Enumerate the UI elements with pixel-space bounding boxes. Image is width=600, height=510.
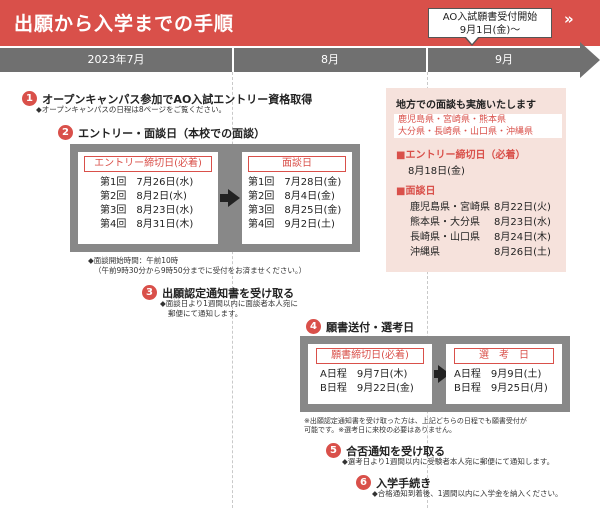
page-title: 出願から入学までの手順 [14, 13, 235, 35]
step-6-note: ◆合格通知到着後、1週間以内に入学金を納入ください。 [372, 489, 563, 498]
timeline-bar: 2023年7月 8月 9月 [0, 42, 600, 78]
timeline-august: 8月 [234, 48, 426, 72]
box2-arrow-stem [434, 370, 440, 378]
regional-entry-date: 8月18日(金) [408, 166, 465, 177]
application-deadline-panel: 願書締切日(必着) A日程 9月7日(木) B日程 9月22日(金) [308, 344, 432, 404]
step-2-note-1: ◆面談開始時間：午前10時 [88, 256, 179, 265]
exam-list: A日程 9月9日(土) B日程 9月25日(月) [454, 368, 548, 396]
interview-panel: 面談日 第1回 7月28日(金) 第2回 8月4日(金) 第3回 8月25日(金… [242, 152, 352, 244]
regional-interview-label: ■面談日 [396, 186, 436, 197]
interview-row-4: 第4回 9月2日(土) [248, 219, 335, 230]
entry-row-2: 第2回 8月2日(水) [100, 191, 187, 202]
interview-row-2: 第2回 8月4日(金) [248, 191, 335, 202]
entry-row-3: 第3回 8月23日(水) [100, 205, 194, 216]
step-2-title: エントリー・面談日 [78, 127, 178, 140]
step-3: 3 出願認定通知書を受け取る [142, 282, 294, 301]
regional-title: 地方での面談も実施いたします [396, 100, 536, 111]
entry-row-4: 第4回 8月31日(木) [100, 219, 194, 230]
exam-row-a: A日程 9月9日(土) [454, 369, 542, 380]
application-start-callout: AO入試願書受付開始 9月1日(金)～ [428, 8, 552, 38]
exam-row-b: B日程 9月25日(月) [454, 383, 548, 394]
month-divider-sep [427, 72, 428, 508]
regional-row: 長崎県・山口県 8月24日(木) [410, 228, 551, 243]
step-1-title: オープンキャンパス参加でAO入試エントリー資格取得 [42, 93, 313, 106]
entry-deadline-list: 第1回 7月26日(水) 第2回 8月2日(水) 第3回 8月23日(水) 第4… [100, 176, 193, 232]
callout-line-2: 9月1日(金)～ [459, 25, 521, 36]
entry-interview-box: エントリー締切日(必着) 第1回 7月26日(水) 第2回 8月2日(水) 第3… [70, 144, 360, 252]
regional-date: 8月26日(土) [494, 247, 551, 258]
step-4-note-1: ※出願認定通知書を受け取った方は、上記どちらの日程でも願書受付が [304, 417, 527, 425]
timeline-arrowhead [580, 42, 600, 78]
regional-row: 熊本県・大分県 8月23日(水) [410, 213, 551, 228]
box-arrow-right-icon [228, 189, 240, 207]
interview-row-3: 第3回 8月25日(金) [248, 205, 342, 216]
step-1: 1 オープンキャンパス参加でAO入試エントリー資格取得 [22, 88, 312, 107]
chevrons-right-icon[interactable]: » [564, 10, 574, 28]
regional-entry-label: ■エントリー締切日（必着） [396, 150, 526, 161]
regional-schedule: 鹿児島県・宮崎県 8月22日(火) 熊本県・大分県 8月23日(水) 長崎県・山口県… [410, 198, 551, 258]
regional-prefectures: 鹿児島県・宮崎県・熊本県 大分県・長崎県・山口県・沖縄県 [394, 114, 562, 138]
application-deadline-head: 願書締切日(必着) [316, 348, 424, 364]
step-1-note: ◆オープンキャンパスの日程は8ページをご覧ください。 [36, 105, 226, 114]
interview-head: 面談日 [248, 156, 346, 172]
step-3-note-1: ◆面談日より1週間以内に面談者本人宛に [160, 299, 298, 308]
entry-deadline-head: エントリー締切日(必着) [84, 156, 212, 172]
step-6-number: 6 [356, 475, 371, 490]
step-3-number: 3 [142, 285, 157, 300]
regional-date: 8月23日(水) [494, 217, 551, 228]
regional-place: 鹿児島県・宮崎県 [410, 202, 490, 213]
month-divider-aug [232, 72, 233, 508]
exam-head: 選 考 日 [454, 348, 554, 364]
callout-line-1: AO入試願書受付開始 [442, 12, 538, 23]
step-2-number: 2 [58, 125, 73, 140]
step-3-title: 出願認定通知書を受け取る [162, 287, 295, 300]
application-deadline-list: A日程 9月7日(木) B日程 9月22日(金) [320, 368, 414, 396]
regional-row: 沖縄県 8月26日(土) [410, 243, 551, 258]
step-5-title: 合否通知を受け取る [346, 445, 446, 458]
step-1-number: 1 [22, 91, 37, 106]
timeline-july: 2023年7月 [0, 48, 232, 72]
regional-prefectures-line-1: 鹿児島県・宮崎県・熊本県 [398, 115, 507, 125]
step-2: 2 エントリー・面談日（本校での面談） [58, 122, 265, 141]
regional-prefectures-line-2: 大分県・長崎県・山口県・沖縄県 [398, 127, 534, 137]
box-arrow-stem [220, 194, 230, 202]
step-6-title: 入学手続き [376, 477, 432, 490]
application-exam-box: 願書締切日(必着) A日程 9月7日(木) B日程 9月22日(金) 選 考 日… [300, 336, 570, 412]
regional-row: 鹿児島県・宮崎県 8月22日(火) [410, 198, 551, 213]
exam-panel: 選 考 日 A日程 9月9日(土) B日程 9月25日(月) [446, 344, 562, 404]
entry-deadline-panel: エントリー締切日(必着) 第1回 7月26日(水) 第2回 8月2日(水) 第3… [78, 152, 218, 244]
step-4-number: 4 [306, 319, 321, 334]
interview-row-1: 第1回 7月28日(金) [248, 177, 342, 188]
deadline-row-a: A日程 9月7日(木) [320, 369, 408, 380]
step-4: 4 願書送付・選考日 [306, 316, 414, 335]
step-3-note-2: 郵便にて通知します。 [168, 309, 243, 318]
regional-place: 熊本県・大分県 [410, 217, 480, 228]
interview-list: 第1回 7月28日(金) 第2回 8月4日(金) 第3回 8月25日(金) 第4… [248, 176, 341, 232]
regional-date: 8月24日(木) [494, 232, 551, 243]
regional-place: 沖縄県 [410, 247, 440, 258]
step-5-number: 5 [326, 443, 341, 458]
regional-place: 長崎県・山口県 [410, 232, 480, 243]
step-5-note: ◆選考日より1週間以内に受験者本人宛に郵便にて通知します。 [342, 457, 555, 466]
step-4-title: 願書送付・選考日 [326, 321, 415, 334]
step-2-title-note: （本校での面談） [177, 127, 266, 140]
regional-date: 8月22日(火) [494, 202, 551, 213]
step-5: 5 合否通知を受け取る [326, 440, 445, 459]
timeline-september: 9月 [428, 48, 580, 72]
deadline-row-b: B日程 9月22日(金) [320, 383, 414, 394]
step-4-note-2: 可能です。※選考日に来校の必要はありません。 [304, 426, 456, 434]
step-2-note-2: （午前9時30分から9時50分までに受付をお済ませください。） [94, 266, 307, 275]
step-6: 6 入学手続き [356, 472, 431, 491]
entry-row-1: 第1回 7月26日(水) [100, 177, 194, 188]
callout-tail-fill [466, 37, 478, 44]
